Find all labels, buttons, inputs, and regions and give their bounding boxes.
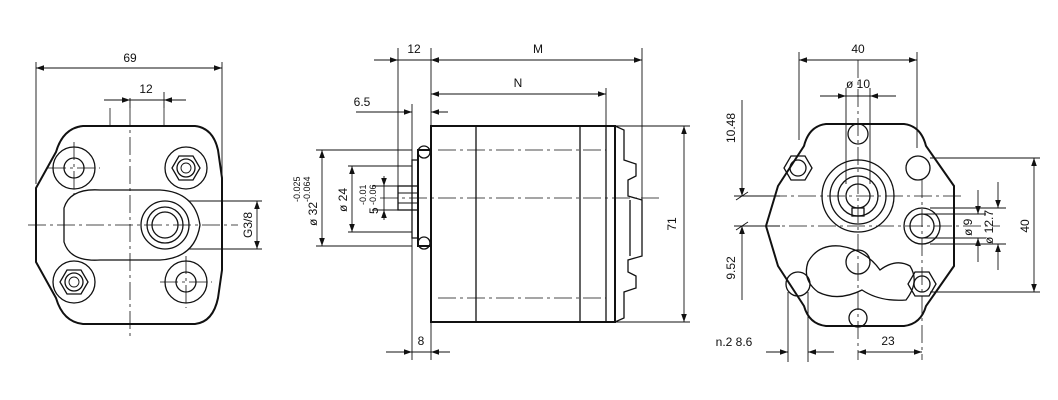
side-dim-d24: ø 24 <box>336 188 350 212</box>
right-hole-bottom-left <box>785 271 811 297</box>
side-dim-12: 12 <box>407 42 421 56</box>
left-dim-69: 69 <box>123 51 137 65</box>
side-dim-6-5: 6.5 <box>354 95 371 109</box>
right-hole-top-right <box>905 155 931 181</box>
side-dim-5-tol-upper: -0.01 <box>358 184 368 205</box>
side-body <box>430 125 616 323</box>
left-hole-bottom-right <box>160 256 212 308</box>
side-oring-bottom <box>417 236 431 250</box>
left-view: 69 12 G3/8 <box>28 51 262 336</box>
side-oring-top <box>417 145 431 159</box>
side-dim-5-tol-lower: -0.06 <box>368 184 378 205</box>
right-nut-top-left <box>783 155 813 181</box>
right-dim-40-height: 40 <box>1018 219 1032 233</box>
right-flange-outline <box>764 123 955 327</box>
left-nut-top-right <box>164 146 208 190</box>
left-port <box>140 200 190 250</box>
right-dim-d10: ø 10 <box>846 77 870 91</box>
side-dim-d32-tol-upper: -0.025 <box>292 176 302 202</box>
side-dim-d32-tol-lower: -0.064 <box>302 176 312 202</box>
right-nut-bottom-right <box>907 271 937 297</box>
right-hole-top <box>847 123 869 145</box>
right-dim-40-top: 40 <box>851 42 865 56</box>
side-dim-8: 8 <box>418 334 425 348</box>
right-view: 40 ø 10 10.48 9.52 ø 9 ø 12.7 <box>716 42 1040 362</box>
side-view: 12 M N 6.5 ø 32 -0.025 -0.064 ø 24 5 - <box>292 42 690 360</box>
left-hole-top-left <box>48 142 100 194</box>
left-nut-bottom-left <box>52 260 96 304</box>
side-dim-n: N <box>514 76 523 90</box>
side-rear-cover <box>614 125 643 323</box>
side-dim-5: 5 <box>367 207 381 214</box>
left-dim-g38: G3/8 <box>241 212 255 238</box>
side-spigot <box>411 159 418 239</box>
right-interior-lobe <box>805 245 915 301</box>
left-flange-outline <box>35 125 223 325</box>
right-hole-center <box>845 249 871 275</box>
left-body-lobe <box>63 189 201 261</box>
right-dim-10-48: 10.48 <box>724 113 738 143</box>
side-dim-71: 71 <box>665 217 679 231</box>
right-dim-n2-8-6: n.2 8.6 <box>716 335 753 349</box>
side-dim-d32: ø 32 <box>306 202 320 226</box>
right-dim-9-52: 9.52 <box>724 256 738 280</box>
right-dim-d9: ø 9 <box>961 218 975 236</box>
right-dim-d12-7: ø 12.7 <box>982 210 996 244</box>
left-dim-12: 12 <box>139 82 153 96</box>
right-dim-23: 23 <box>881 334 895 348</box>
right-shaft <box>821 159 895 233</box>
side-dim-m: M <box>533 42 543 56</box>
right-hole-bottom <box>848 308 868 328</box>
